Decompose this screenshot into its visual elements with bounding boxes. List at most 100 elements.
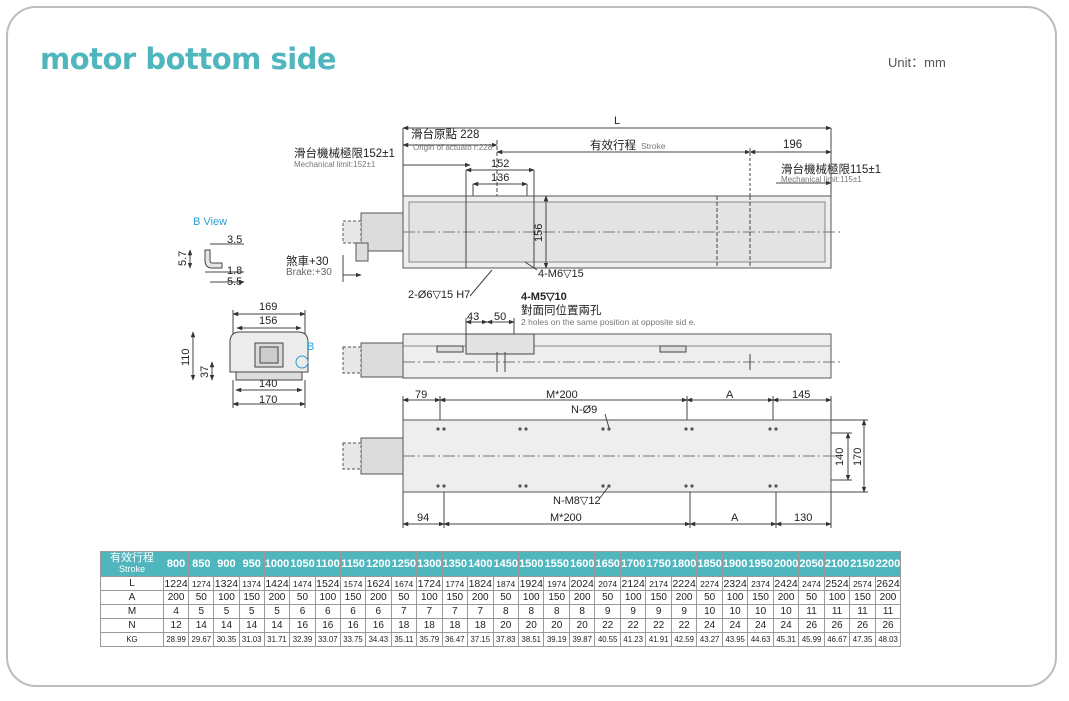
stroke-header: 有效行程 Stroke <box>100 551 164 577</box>
b-marker: B <box>307 341 314 353</box>
table-cell: 35.11 <box>390 632 418 647</box>
m5-callout: 4-M5▽10 <box>521 291 567 303</box>
table-cell: 40.55 <box>594 632 621 647</box>
bottom-view <box>342 396 868 528</box>
dim-43: 43 <box>467 311 479 323</box>
table-cell: 2324 <box>721 576 749 591</box>
table-cell: 2474 <box>798 576 825 591</box>
dim-170: 170 <box>259 394 277 406</box>
stroke-col-header: 950 <box>238 551 265 577</box>
table-cell: 7 <box>416 604 443 619</box>
b-view <box>187 243 245 285</box>
table-cell: 20 <box>492 618 520 633</box>
stroke-cn: 有效行程 <box>590 138 636 152</box>
table-cell: 2624 <box>874 576 902 591</box>
table-cell: 200 <box>772 590 800 605</box>
table-cell: 30.35 <box>213 632 240 647</box>
end-view <box>190 310 309 408</box>
dim-156-v: 156 <box>533 224 545 242</box>
holes-en: 2 holes on the same position at opposite… <box>521 317 696 327</box>
table-cell: 9 <box>670 604 698 619</box>
table-cell: 6 <box>314 604 341 619</box>
table-cell: 24 <box>696 618 723 633</box>
mech-right-en: Mechanical limit:115±1 <box>781 175 862 184</box>
table-cell: 24 <box>747 618 774 633</box>
table-cell: 18 <box>467 618 494 633</box>
dim-L: L <box>614 115 620 127</box>
table-cell: 150 <box>747 590 774 605</box>
row-label: L <box>100 576 164 591</box>
table-cell: 41.23 <box>619 632 647 647</box>
table-cell: 33.07 <box>314 632 341 647</box>
stroke-col-header: 2200 <box>874 551 902 577</box>
table-cell: 18 <box>416 618 443 633</box>
stroke-col-header: 2000 <box>772 551 800 577</box>
table-cell: 100 <box>517 590 545 605</box>
table-cell: 1524 <box>314 576 341 591</box>
table-cell: 47.35 <box>849 632 876 647</box>
top-view <box>342 125 840 297</box>
table-cell: 22 <box>670 618 698 633</box>
table-cell: 24 <box>772 618 800 633</box>
table-cell: 48.03 <box>874 632 902 647</box>
stroke-col-header: 1150 <box>339 551 367 577</box>
stroke-col-header: 1250 <box>390 551 418 577</box>
table-cell: 11 <box>823 604 851 619</box>
table-cell: 200 <box>568 590 596 605</box>
table-cell: 34.43 <box>365 632 392 647</box>
page-title: motor bottom side <box>40 42 337 76</box>
table-cell: 10 <box>721 604 749 619</box>
dim-140: 140 <box>259 378 277 390</box>
table-cell: 11 <box>798 604 825 619</box>
table-cell: 42.59 <box>670 632 698 647</box>
table-cell: 100 <box>416 590 443 605</box>
m200-bot: M*200 <box>550 512 582 524</box>
table-cell: 200 <box>365 590 392 605</box>
table-cell: 7 <box>390 604 418 619</box>
table-cell: 8 <box>492 604 520 619</box>
table-cell: 8 <box>568 604 596 619</box>
mech-left-en: Mechanical limit:152±1 <box>294 160 376 169</box>
table-cell: 2224 <box>670 576 698 591</box>
stroke-col-header: 1900 <box>721 551 749 577</box>
dim-3-5: 3.5 <box>227 234 242 246</box>
table-cell: 9 <box>645 604 672 619</box>
unit-label: Unit：mm <box>888 55 946 70</box>
dim-50: 50 <box>494 311 506 323</box>
table-cell: 22 <box>619 618 647 633</box>
table-cell: 14 <box>263 618 291 633</box>
n-phi9: N-Ø9 <box>571 404 597 416</box>
table-cell: 43.95 <box>721 632 749 647</box>
table-cell: 4 <box>162 604 190 619</box>
table-cell: 8 <box>517 604 545 619</box>
table-cell: 36.47 <box>441 632 469 647</box>
table-cell: 50 <box>798 590 825 605</box>
table-cell: 20 <box>568 618 596 633</box>
table-cell: 1724 <box>416 576 443 591</box>
table-cell: 150 <box>238 590 265 605</box>
table-cell: 1424 <box>263 576 291 591</box>
table-cell: 35.79 <box>416 632 443 647</box>
table-cell: 200 <box>263 590 291 605</box>
table-cell: 37.15 <box>467 632 494 647</box>
table-cell: 16 <box>365 618 392 633</box>
table-cell: 5 <box>213 604 240 619</box>
table-cell: 50 <box>696 590 723 605</box>
stroke-col-header: 1700 <box>619 551 647 577</box>
table-cell: 1874 <box>492 576 520 591</box>
table-cell: 1574 <box>339 576 367 591</box>
table-cell: 2574 <box>849 576 876 591</box>
stroke-col-header: 800 <box>162 551 190 577</box>
table-cell: 14 <box>213 618 240 633</box>
table-cell: 10 <box>696 604 723 619</box>
dim-5-7: 5.7 <box>177 251 189 266</box>
table-cell: 200 <box>874 590 902 605</box>
table-cell: 5 <box>188 604 215 619</box>
table-cell: 46.67 <box>823 632 851 647</box>
m200-top: M*200 <box>546 389 578 401</box>
origin-cn: 滑台原點 228 <box>411 127 479 141</box>
